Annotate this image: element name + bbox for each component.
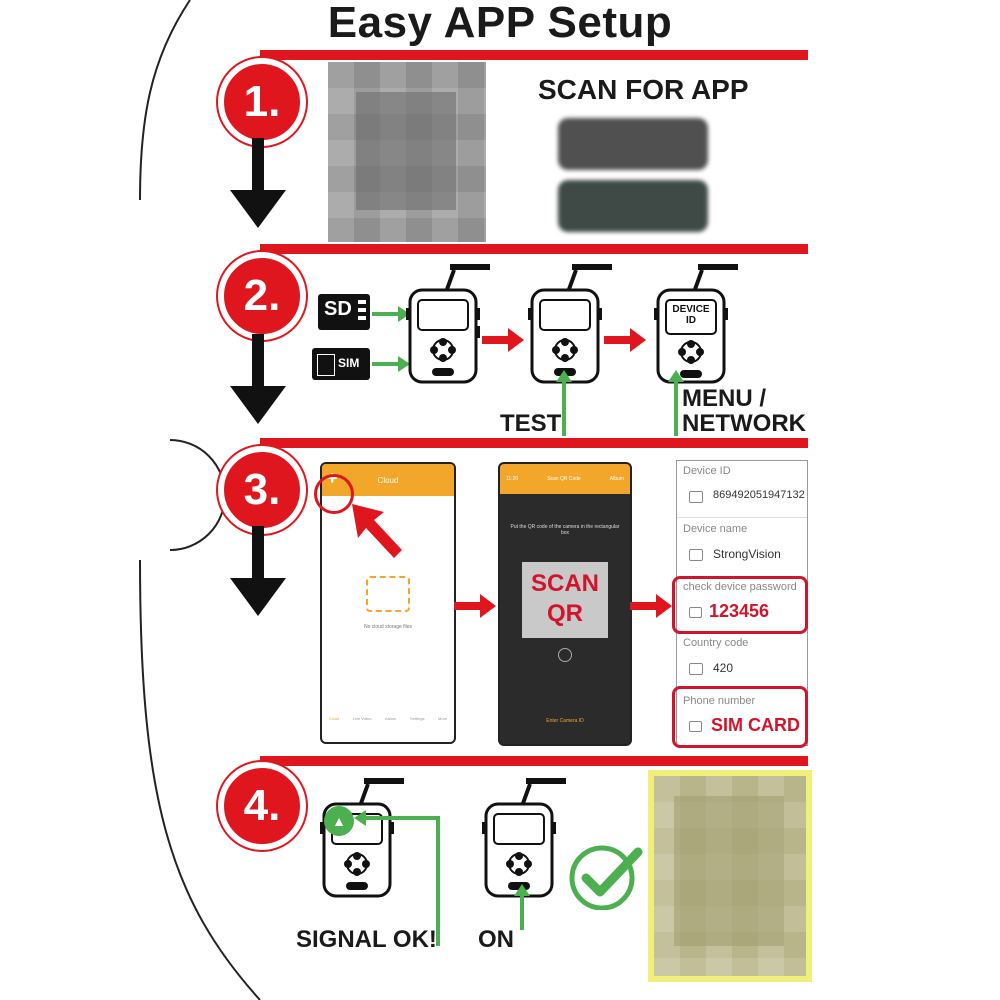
insert-arrows-icon bbox=[372, 306, 410, 372]
country-code-value[interactable]: 420 bbox=[713, 661, 734, 675]
phone-lock-icon bbox=[689, 721, 702, 732]
password-value: 123456 bbox=[709, 601, 770, 621]
on-label: ON bbox=[478, 926, 514, 953]
phone1-tabbar: Cloud Live Video Album Settings More bbox=[322, 716, 454, 721]
test-label: TEST bbox=[500, 410, 562, 437]
page-title: Easy APP Setup bbox=[327, 0, 673, 47]
next-arrow-1-icon bbox=[482, 328, 524, 352]
app-store-badge-blurred[interactable] bbox=[558, 118, 708, 170]
enter-camera-id-link[interactable]: Enter Camera ID bbox=[546, 718, 584, 724]
on-pointer-line bbox=[514, 884, 530, 930]
step1-down-arrow-icon bbox=[230, 138, 286, 228]
password-lock-icon bbox=[689, 607, 702, 618]
next-arrow-4-icon bbox=[630, 594, 672, 618]
button-pointer-lines bbox=[556, 370, 684, 436]
password-field-highlight[interactable]: 123456 bbox=[672, 576, 808, 634]
check-icon bbox=[569, 845, 643, 910]
product-image-blurred bbox=[654, 776, 806, 976]
device-id-field-label: Device ID bbox=[683, 465, 731, 477]
scan-for-app-heading: SCAN FOR APP bbox=[538, 74, 749, 105]
device-id-value[interactable]: 869492051947132 bbox=[713, 489, 805, 501]
qr-code-blurred bbox=[328, 62, 486, 242]
menu-label: MENU / bbox=[682, 385, 766, 412]
step3-down-arrow-icon bbox=[230, 526, 286, 616]
signal-icon: ▲ bbox=[324, 806, 354, 836]
sim-card-icon: SIM bbox=[312, 348, 370, 380]
device-id-label: DEVICE ID bbox=[672, 304, 710, 326]
camera-3-icon bbox=[654, 264, 738, 384]
tab-more[interactable]: More bbox=[438, 716, 448, 721]
network-label: NETWORK bbox=[682, 410, 806, 437]
phone1-empty-text: No cloud storage files bbox=[363, 624, 413, 630]
camera-2-icon bbox=[528, 264, 612, 384]
camera-on-icon bbox=[482, 778, 566, 898]
step3-divider bbox=[260, 438, 808, 448]
plus-highlight-circle bbox=[314, 474, 354, 514]
step3-badge: 3. bbox=[218, 446, 306, 534]
phone2-instruction: Put the QR code of the camera in the rec… bbox=[510, 524, 620, 536]
tab-live-video[interactable]: Live Video bbox=[352, 716, 372, 721]
phone2-header: 11:20 Scan QR Code Album bbox=[500, 464, 630, 494]
step2-divider bbox=[260, 244, 808, 254]
password-field-label: check device password bbox=[683, 581, 797, 593]
country-code-icon bbox=[689, 663, 703, 675]
scan-label: SCAN bbox=[530, 570, 599, 597]
device-name-value[interactable]: StrongVision bbox=[713, 547, 781, 561]
device-name-field-label: Device name bbox=[683, 523, 748, 535]
phone-cloud-screen: Cloud + No cloud storage files Cloud Liv… bbox=[320, 462, 456, 744]
signal-pointer-line bbox=[354, 810, 440, 946]
flashlight-icon[interactable] bbox=[558, 648, 572, 662]
tab-settings[interactable]: Settings bbox=[409, 716, 425, 721]
google-play-badge-blurred[interactable] bbox=[558, 180, 708, 232]
tab-cloud[interactable]: Cloud bbox=[328, 716, 340, 721]
tab-album[interactable]: Album bbox=[385, 716, 397, 721]
next-arrow-3-icon bbox=[454, 594, 496, 618]
sd-card-icon: SD bbox=[318, 294, 370, 330]
phone-scan-qr-screen: 11:20 Scan QR Code Album Put the QR code… bbox=[498, 462, 632, 746]
step1-divider bbox=[260, 50, 808, 60]
device-id-lock-icon bbox=[689, 491, 703, 503]
step4-badge: 4. bbox=[218, 762, 306, 850]
step2-down-arrow-icon bbox=[230, 334, 286, 424]
step1-badge: 1. bbox=[218, 58, 306, 146]
pointer-arrow-icon bbox=[352, 504, 402, 558]
signal-ok-label: SIGNAL OK! bbox=[296, 926, 437, 953]
step4-divider bbox=[260, 756, 808, 766]
empty-cloud-icon bbox=[366, 576, 410, 612]
step2-badge: 2. bbox=[218, 252, 306, 340]
country-code-label: Country code bbox=[683, 637, 749, 649]
phone-number-field-highlight[interactable]: SIM CARD bbox=[672, 686, 808, 748]
camera-1-icon bbox=[406, 264, 490, 384]
qr-scan-box[interactable]: SCAN QR bbox=[522, 562, 608, 638]
phone-number-value: SIM CARD bbox=[711, 715, 800, 735]
device-name-icon bbox=[689, 549, 703, 561]
qr-label: QR bbox=[547, 600, 583, 627]
phone-number-label: Phone number bbox=[683, 695, 756, 707]
next-arrow-2-icon bbox=[604, 328, 646, 352]
